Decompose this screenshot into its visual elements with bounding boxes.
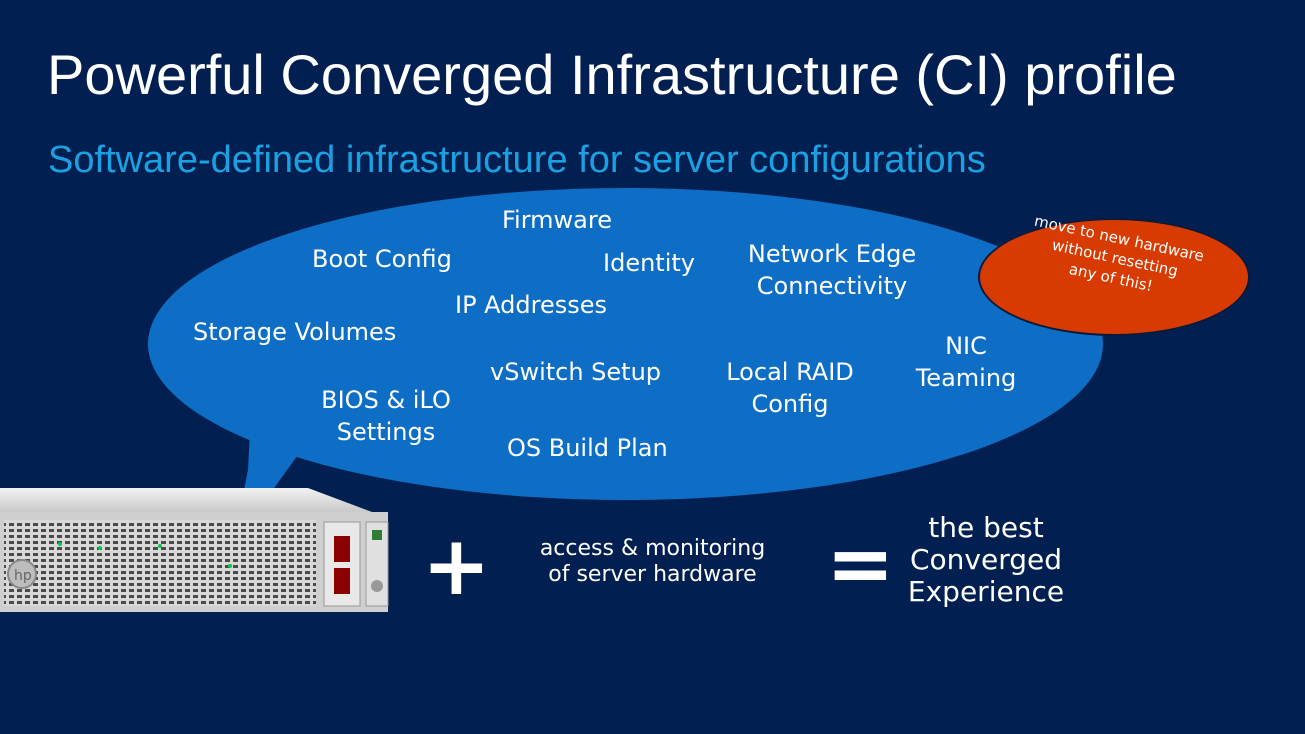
label-bios-line1: BIOS & iLO [321, 386, 451, 414]
result-line1: the best [928, 511, 1044, 544]
access-line2: of server hardware [548, 562, 757, 587]
label-nic-teaming: NIC Teaming [912, 330, 1020, 394]
label-network-edge: Network Edge Connectivity [742, 238, 922, 302]
result-line3: Experience [907, 575, 1065, 608]
access-line1: access & monitoring [539, 536, 766, 561]
access-monitoring-text: access & monitoring of server hardware [500, 536, 805, 588]
slide-title: Powerful Converged Infrastructure (CI) p… [47, 43, 1177, 106]
result-line2: Converged [909, 543, 1063, 576]
label-ip-addresses: IP Addresses [455, 291, 608, 319]
result-text: the best Converged Experience [890, 512, 1082, 608]
label-network-edge-line1: Network Edge [747, 240, 917, 268]
label-network-edge-line2: Connectivity [756, 272, 908, 300]
server-image: hp [0, 488, 389, 612]
equals-sign: = [826, 517, 895, 612]
label-os-build-plan: OS Build Plan [507, 434, 668, 462]
label-local-raid-line2: Config [751, 390, 829, 418]
label-nic-line2: Teaming [915, 364, 1017, 392]
label-local-raid: Local RAID Config [720, 356, 860, 420]
profile-bubble [148, 188, 1103, 500]
label-firmware: Firmware [502, 206, 612, 234]
callout-ellipse [978, 218, 1250, 336]
label-storage-volumes: Storage Volumes [193, 318, 397, 346]
slide-subtitle: Software-defined infrastructure for serv… [48, 139, 986, 181]
label-nic-line1: NIC [945, 332, 987, 360]
label-bios-line2: Settings [336, 418, 436, 446]
svg-text:hp: hp [14, 568, 32, 584]
plus-sign: + [422, 519, 491, 614]
label-boot-config: Boot Config [312, 245, 452, 273]
label-bios-ilo: BIOS & iLO Settings [312, 384, 460, 448]
label-vswitch-setup: vSwitch Setup [490, 358, 662, 386]
label-local-raid-line1: Local RAID [726, 358, 854, 386]
label-identity: Identity [603, 249, 695, 277]
